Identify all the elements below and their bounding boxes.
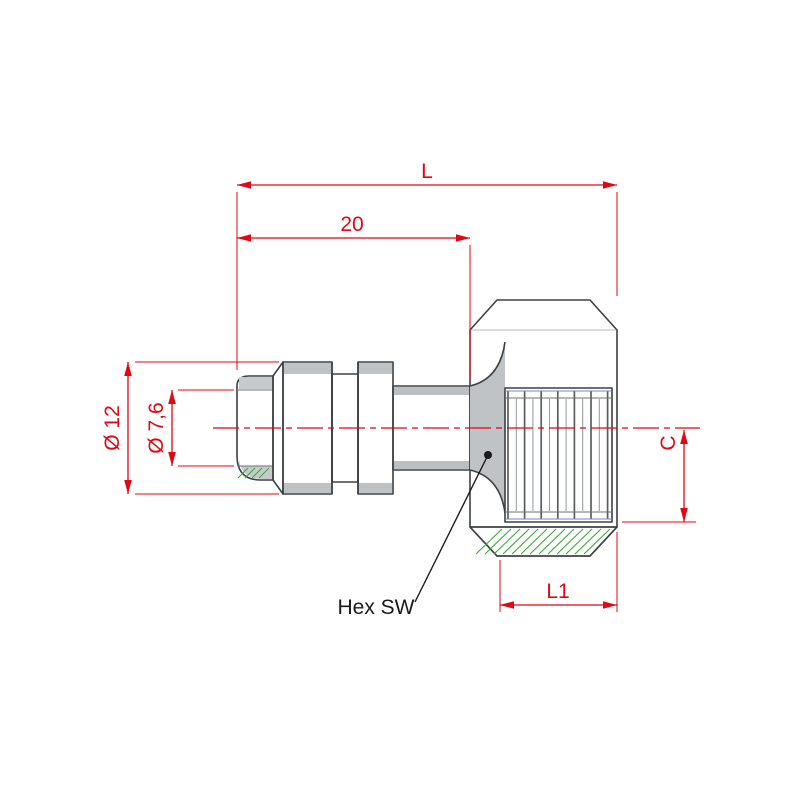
plug-tip bbox=[236, 375, 274, 481]
plug-body-front-shadow-top bbox=[284, 363, 331, 374]
dim-d12-label: Ø 12 bbox=[101, 405, 124, 451]
plug-tip-top-wall bbox=[239, 377, 272, 389]
plug-body-rear-shadow-top bbox=[359, 363, 392, 374]
section-hatch bbox=[475, 528, 611, 555]
dim-L1-arrow-right bbox=[603, 601, 617, 609]
dim-d76-arrow-top bbox=[168, 390, 176, 404]
dimension-outer-diameter: Ø 12 bbox=[101, 361, 279, 495]
dim-L1-label: L1 bbox=[546, 580, 569, 603]
dim-C-arrow-bottom bbox=[680, 508, 688, 522]
plug-body-rear-shadow-bottom bbox=[359, 483, 392, 493]
hex-sw-label: Hex SW bbox=[337, 596, 414, 619]
dim-L-arrow-right bbox=[603, 181, 617, 189]
dimension-tip-diameter: Ø 7,6 bbox=[145, 389, 234, 467]
dim-L-arrow-left bbox=[237, 181, 251, 189]
dim-20-label: 20 bbox=[340, 213, 363, 236]
dimension-thread-size: C bbox=[622, 430, 696, 523]
hex-section-band bbox=[469, 526, 618, 557]
thread-entry-cone-bottom-edge bbox=[469, 469, 506, 514]
dim-d12-arrow-top bbox=[124, 362, 132, 376]
hex-sw-callout: Hex SW bbox=[337, 451, 492, 619]
thread-bore bbox=[504, 387, 613, 523]
dim-L1-arrow-left bbox=[500, 601, 514, 609]
dim-20-arrow-left bbox=[237, 234, 251, 242]
dim-L-label: L bbox=[421, 160, 433, 183]
plug-shaft-shadow-top bbox=[394, 387, 469, 395]
hex-sw-leader-dot bbox=[484, 451, 492, 459]
thread-entry-cone-top-edge bbox=[469, 341, 506, 387]
dim-C-label: C bbox=[657, 435, 680, 450]
plug-body-front-shadow-bottom bbox=[284, 483, 331, 493]
dim-d76-label: Ø 7,6 bbox=[145, 402, 168, 453]
thread-flank-lines bbox=[507, 391, 609, 519]
dim-C-arrow-top bbox=[680, 430, 688, 444]
plug-shaft-shadow-bottom bbox=[394, 461, 469, 469]
dimension-overall-length: L bbox=[236, 160, 618, 370]
dimension-plug-length: 20 bbox=[237, 213, 471, 380]
dim-d12-arrow-bottom bbox=[124, 480, 132, 494]
tip-section-hatch bbox=[237, 467, 270, 479]
dim-d76-arrow-bottom bbox=[168, 452, 176, 466]
dimension-hex-length: L1 bbox=[499, 532, 618, 612]
dim-20-arrow-right bbox=[456, 234, 470, 242]
hex-sw-leader-line bbox=[414, 456, 488, 603]
